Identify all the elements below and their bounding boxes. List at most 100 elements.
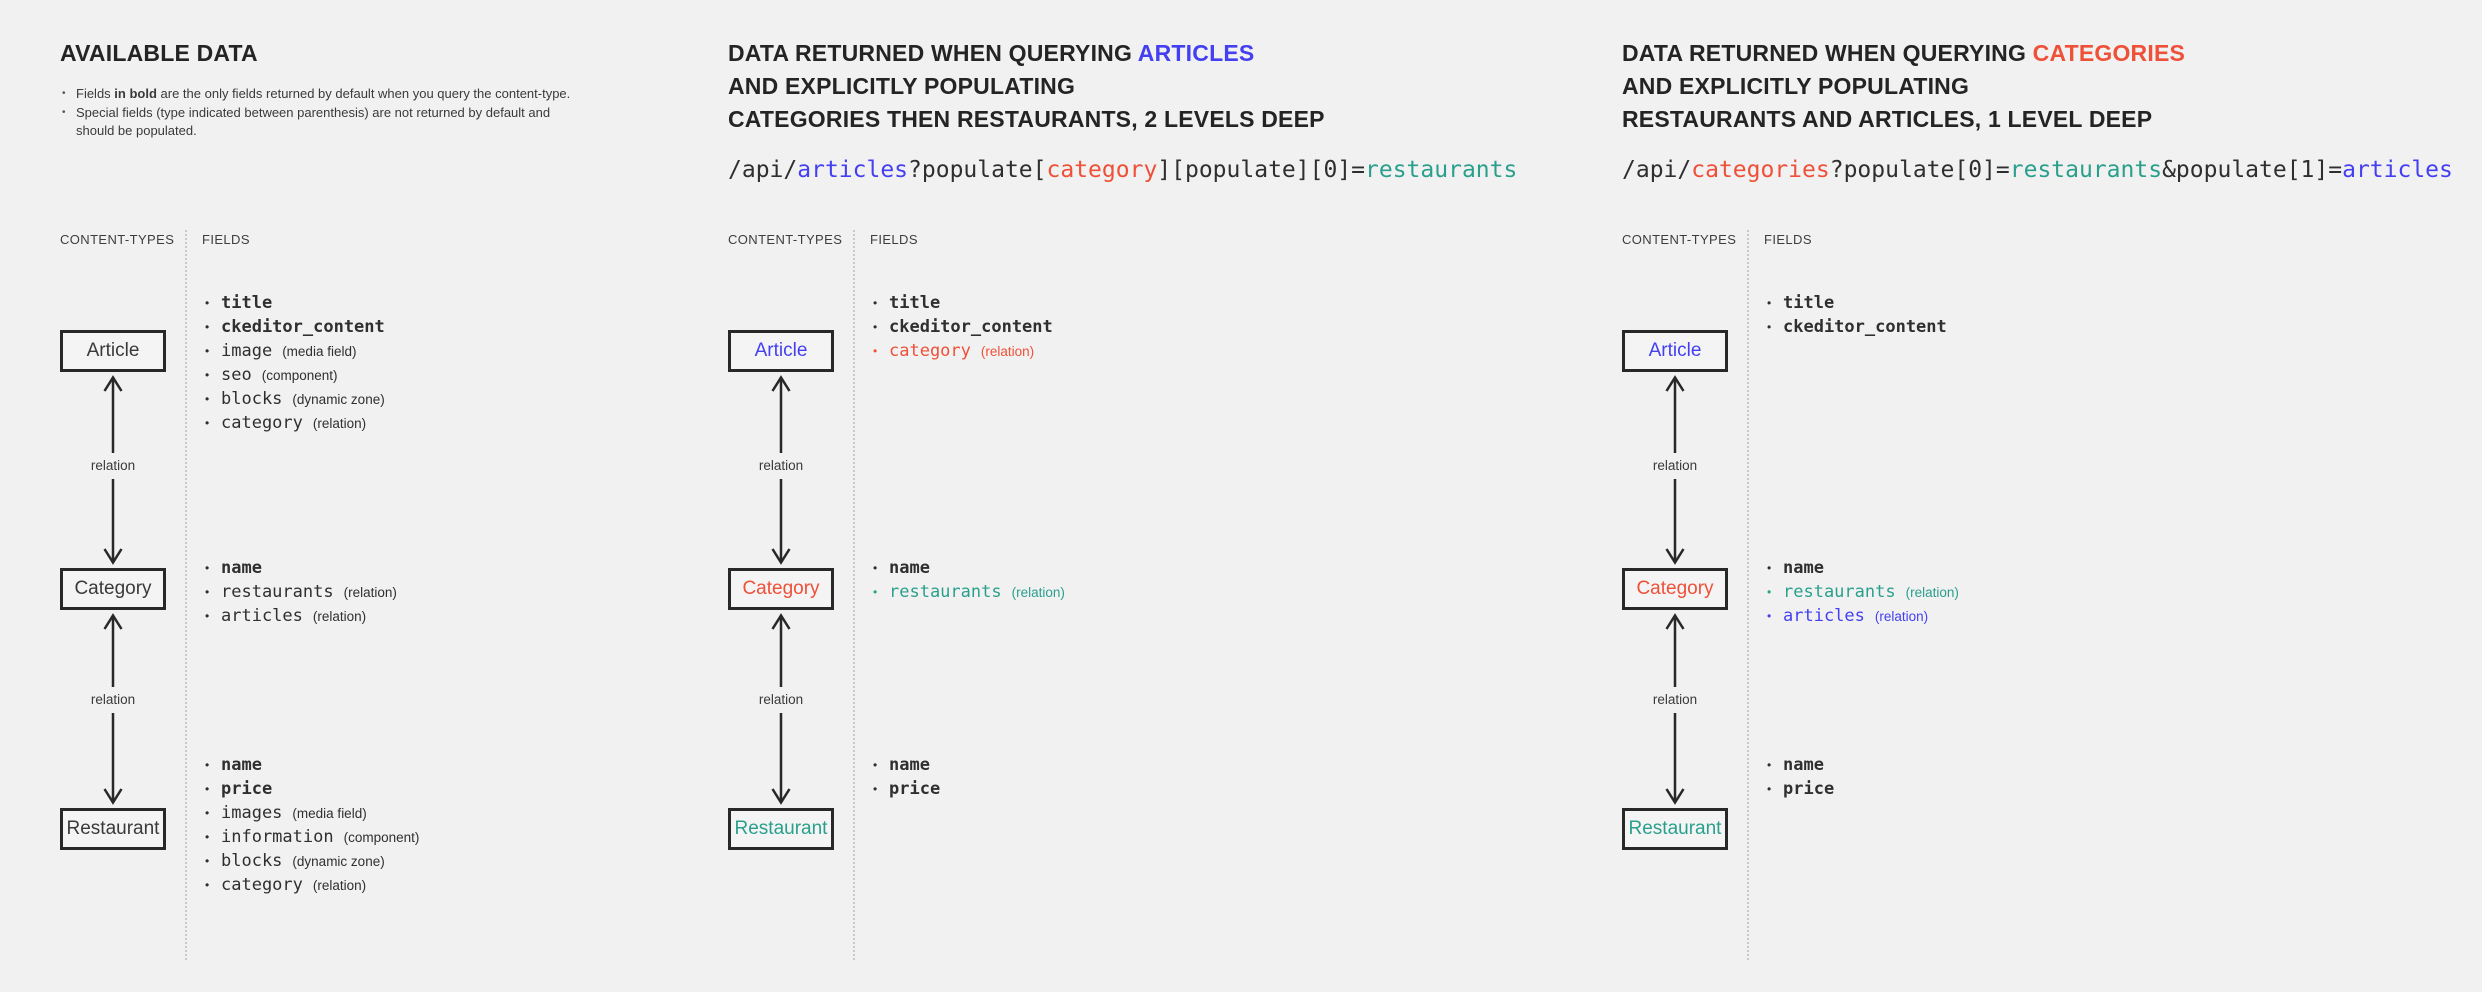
field-list-category: •name •restaurants(relation) [873,556,1065,604]
field-name: name [889,558,930,578]
field-name: articles [221,606,303,626]
bullet-icon: • [1767,585,1772,599]
bullet-icon: • [205,609,210,623]
title-line: CATEGORIES THEN RESTAURANTS, 2 LEVELS DE… [728,106,1325,132]
field-name: title [1783,293,1835,313]
bullet-icon: • [205,561,210,575]
field-row: • price [1767,777,1844,801]
bullet-icon: • [205,854,210,868]
field-name: articles [1783,606,1865,626]
relation-label: relation [84,687,142,713]
field-type-annotation: (relation) [343,584,397,600]
panel-query-articles: DATA RETURNED WHEN QUERYING ARTICLES AND… [728,0,1616,992]
field-name: price [889,779,941,799]
bullet-icon: • [1767,782,1772,796]
field-type-annotation: (relation) [1905,584,1959,600]
bullet-icon: • [873,585,878,599]
field-row: • name [205,556,397,580]
field-row: •title [205,291,395,315]
box-label: Category [1636,578,1714,599]
column-header-fields: FIELDS [202,232,250,247]
content-type-box-restaurant: Restaurant [1622,808,1728,850]
title-highlight-articles: ARTICLES [1137,40,1255,66]
box-label: Category [742,578,820,599]
content-type-box-restaurant: Restaurant [60,808,166,850]
column-header-fields: FIELDS [1764,232,1812,247]
content-type-box-category: Category [1622,568,1728,610]
bullet-icon: • [1767,561,1772,575]
field-row: •category(relation) [205,873,419,897]
content-type-box-article: Article [728,330,834,372]
notes-list: • Fields in bold are the only fields ret… [62,85,577,141]
title-line: DATA RETURNED WHEN QUERYING ARTICLES [728,40,1255,66]
field-list-article: •title •ckeditor_content [1767,291,1957,339]
title-highlight-categories: CATEGORIES [2032,40,2186,66]
field-type-annotation: (component) [343,829,420,845]
field-name: price [1783,779,1835,799]
box-label: Article [1648,340,1702,361]
panel-query-categories: DATA RETURNED WHEN QUERYING CATEGORIES A… [1622,0,2478,992]
relation-label: relation [1646,453,1704,479]
bullet-icon: • [1767,609,1772,623]
bullet-icon: • [205,758,210,772]
field-row: •image(media field) [205,339,395,363]
dotted-divider [853,230,855,960]
field-name: name [221,558,262,578]
page-title: DATA RETURNED WHEN QUERYING CATEGORIES A… [1622,37,2185,136]
bullet-icon: • [62,106,66,118]
field-name: title [221,293,273,313]
bullet-icon: • [205,878,210,892]
field-type-annotation: (relation) [980,343,1035,359]
bullet-icon: • [873,320,878,334]
field-list-category: •name • restaurants (relation) • articles (r… [1767,556,1959,628]
field-name: ckeditor_content [221,317,385,337]
api-query-url: /api/categories?populate[0]=restaurants&… [1622,157,2453,183]
note-text: Fields in bold are the only fields retur… [76,86,571,101]
field-name: blocks [221,851,283,871]
field-row: • articles (relation) [1767,604,1959,628]
bullet-icon: • [1767,296,1772,310]
field-list-category: •name •restaurants(relation) •articles(r… [205,556,397,628]
column-header-content-types: CONTENT-TYPES [728,232,843,247]
column-header-content-types: CONTENT-TYPES [60,232,175,247]
field-row: •name [1767,556,1959,580]
dotted-divider [1747,230,1749,960]
bullet-icon: • [205,830,210,844]
field-name: information [221,827,334,847]
field-type-annotation: (relation) [1874,608,1929,624]
field-name: ckeditor_content [1783,317,1947,337]
bullet-icon: • [205,392,210,406]
field-name: category [889,341,971,361]
bullet-icon: • [873,344,878,358]
bullet-icon: • [205,320,210,334]
box-label: Category [74,578,152,599]
field-type-annotation: (relation) [1011,584,1065,600]
field-list-restaurant: •name •price [1767,753,1844,801]
field-type-annotation: (dynamic zone) [292,391,385,407]
bullet-icon: • [205,782,210,796]
bullet-icon: • [205,585,210,599]
field-name: restaurants [1783,582,1896,602]
box-label: Article [86,340,140,361]
field-row: • name [873,556,1065,580]
note-text: Special fields (type indicated between p… [76,104,551,139]
title-line: RESTAURANTS AND ARTICLES, 1 LEVEL DEEP [1622,106,2153,132]
field-type-annotation: (media field) [292,805,367,821]
field-list-restaurant: •name •price •images(media field) •infor… [205,753,419,897]
relation-label: relation [1646,687,1704,713]
box-label: Article [754,340,808,361]
bullet-icon: • [873,782,878,796]
relation-label: relation [84,453,142,479]
relation-label: relation [752,687,810,713]
field-row: •price [205,777,419,801]
title-line: AND EXPLICITLY POPULATING [1622,73,1970,99]
bullet-icon: • [873,561,878,575]
bullet-icon: • [62,88,66,99]
field-name: title [889,293,941,313]
field-name: name [221,755,262,775]
dotted-divider [185,230,187,960]
bullet-icon: • [873,296,878,310]
bullet-icon: • [1767,758,1772,772]
bullet-icon: • [205,368,210,382]
field-name: restaurants [221,582,334,602]
